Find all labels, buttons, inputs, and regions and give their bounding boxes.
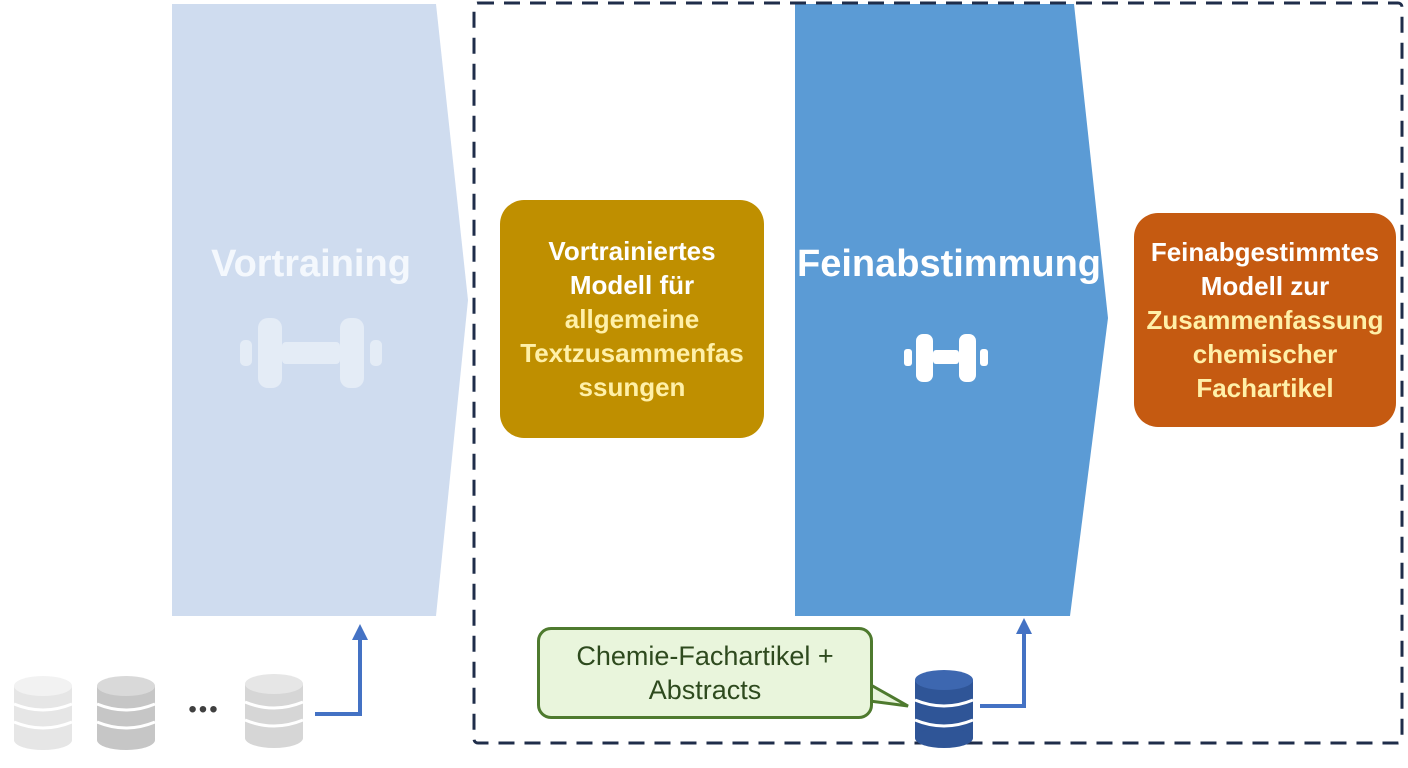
finetuned-model-line: chemischer [1192,339,1338,369]
finetuned-model-box: Feinabgestimmtes Modell zur Zusammenfass… [1134,213,1396,427]
chemistry-dataset-callout: Chemie-Fachartikel + Abstracts [537,627,873,719]
finetuning-arrow [795,4,1108,616]
pretraining-data-connector [315,636,362,716]
database-icon [244,674,304,748]
finetuned-model-line: Zusammenfassung [1146,305,1384,335]
pretrained-model-line: Vortrainiertes [548,236,716,266]
pretrained-model-box: Vortrainiertes Modell für allgemeine Tex… [500,200,764,438]
finetuning-label: Feinabstimmung [796,243,1102,285]
finetuning-data-connector [980,630,1026,708]
pretraining-label: Vortraining [211,243,411,285]
finetuned-model-line: Fachartikel [1196,373,1334,403]
pretrained-model-line: Modell für [569,270,695,300]
pretrained-model-line: Textzusammenfas [520,338,744,368]
callout-line: Chemie-Fachartikel + [576,641,834,671]
finetuning-connector-arrowhead [1016,618,1032,634]
pretraining-connector-arrowhead [352,624,368,640]
database-icon [13,676,73,750]
dumbbell-icon [240,318,382,388]
callout-line: Abstracts [648,675,762,705]
database-icon [914,670,974,748]
dumbbell-icon [904,334,988,382]
database-ellipsis: ••• [188,696,220,723]
database-icon [96,676,156,750]
finetuned-model-line: Modell zur [1200,271,1330,301]
pretrained-model-line: allgemeine [564,304,700,334]
pretraining-arrow [172,4,468,616]
pretrained-model-line: ssungen [578,372,686,402]
finetuned-model-line: Feinabgestimmtes [1150,237,1380,267]
